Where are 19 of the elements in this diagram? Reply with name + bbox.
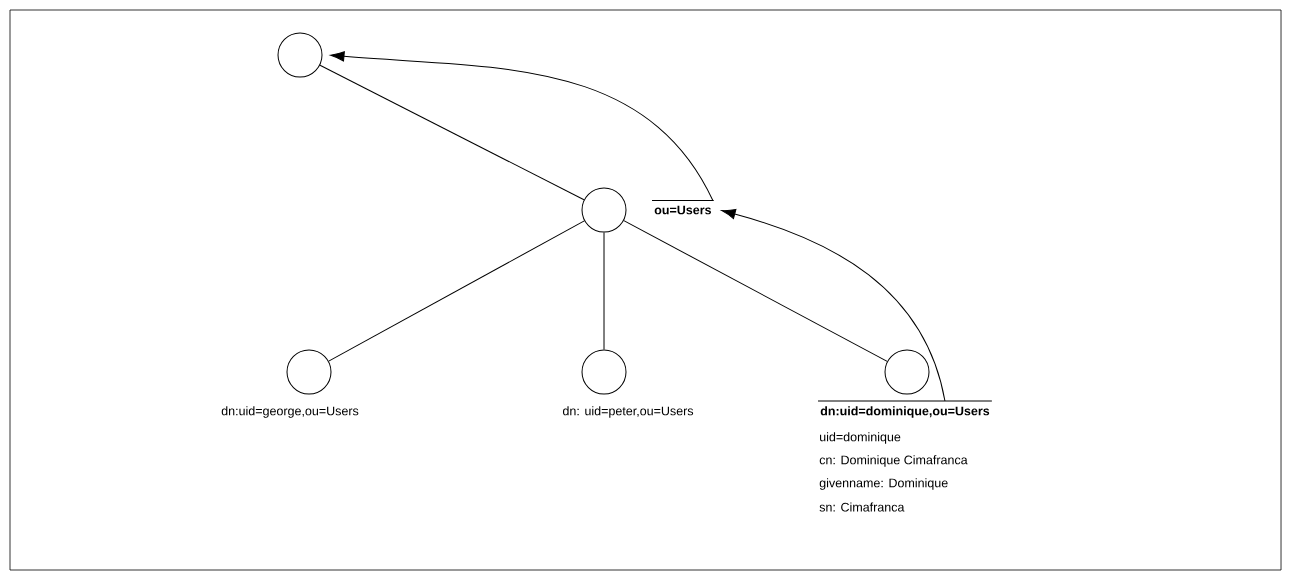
entry-attribute: cn: Dominique Cimafranca bbox=[819, 455, 968, 467]
entry-attribute: uid=dominique bbox=[820, 432, 901, 444]
circle-node bbox=[286, 349, 332, 395]
entry-attribute: sn: Cimafranca bbox=[819, 502, 905, 512]
circle-node bbox=[581, 187, 627, 233]
tree-line bbox=[603, 232, 605, 350]
tree-line bbox=[623, 220, 888, 362]
dn-text: dn:uid=dominique,ou=Users bbox=[817, 400, 993, 418]
dn-label: dn: uid=peter,ou=Users bbox=[562, 406, 694, 418]
tree-line bbox=[328, 220, 585, 362]
entry-attribute: givenname: Dominique bbox=[819, 478, 948, 490]
circle-node bbox=[581, 349, 627, 395]
dn-text: ou=Users bbox=[651, 199, 715, 215]
circle-node bbox=[277, 32, 323, 78]
tree-line bbox=[319, 64, 585, 201]
arrow bbox=[330, 51, 714, 201]
arrow bbox=[721, 209, 946, 402]
circle-node bbox=[884, 349, 930, 395]
dn-label: dn:uid=george,ou=Users bbox=[221, 406, 359, 418]
